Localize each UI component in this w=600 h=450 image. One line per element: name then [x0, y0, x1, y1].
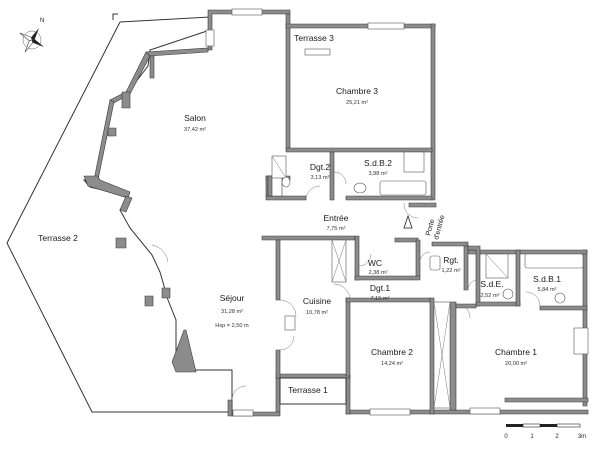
entrance-marker: Porte d'entrée — [403, 214, 446, 241]
compass-rose-icon: N — [19, 18, 44, 53]
cooker — [284, 315, 296, 331]
room-name-sdb2: S.d.B.2 — [364, 158, 392, 168]
room-area-entree: 7,75 m² — [327, 226, 346, 232]
room-name-wc: WC — [368, 258, 382, 268]
sink-sde — [502, 288, 514, 300]
room-name-dgt2: Dgt.2 — [310, 162, 331, 172]
room-name-salon: Salon — [184, 113, 206, 123]
room-name-terrasse2: Terrasse 2 — [38, 233, 78, 243]
room-area-rgt: 1,22 m² — [442, 268, 461, 274]
room-name-entree: Entrée — [323, 213, 348, 223]
room-name-chambre3: Chambre 3 — [336, 86, 378, 96]
fixtures — [281, 151, 584, 331]
room-area-chambre1: 20,00 m² — [505, 361, 527, 367]
room-area-sdb1: 5,84 m² — [538, 287, 557, 293]
sink-sdb1 — [554, 292, 566, 304]
room-name-rgt: Rgt. — [443, 255, 459, 265]
door-swings — [151, 171, 541, 401]
room-name-sejour: Séjour — [220, 293, 245, 303]
room-name-sdb1: S.d.B.1 — [533, 274, 561, 284]
room-area-chambre2: 14,24 m² — [381, 361, 403, 367]
shower-sdb2 — [403, 151, 425, 173]
room-area-cuisine: 10,78 m² — [306, 310, 328, 316]
room-height-sejour: Hsp = 2,50 m — [215, 323, 249, 329]
room-area-wc: 2,38 m² — [369, 270, 388, 276]
entrance-label-2: d'entrée — [433, 214, 446, 240]
room-name-chambre1: Chambre 1 — [495, 347, 537, 357]
scale-tick-2: 2 — [555, 434, 559, 440]
room-name-cuisine: Cuisine — [303, 296, 332, 306]
windows — [205, 8, 589, 417]
terrasse2-outline — [6, 16, 233, 413]
room-labels: Terrasse 3 Chambre 3 25,21 m² Salon 37,4… — [38, 33, 561, 395]
bathtub-sdb2 — [379, 180, 427, 196]
room-area-sde: 2,52 m² — [481, 293, 500, 299]
room-area-sejour: 31,28 m² — [221, 309, 243, 315]
wc-toilet — [429, 255, 441, 271]
room-name-terrasse3: Terrasse 3 — [294, 33, 334, 43]
room-area-salon: 37,42 m² — [184, 127, 206, 133]
scale-tick-1: 1 — [530, 434, 534, 440]
entrance-arrow-icon — [403, 214, 413, 229]
room-name-chambre2: Chambre 2 — [371, 347, 413, 357]
scale-tick-0: 0 — [504, 434, 508, 440]
compass-north-label: N — [40, 18, 44, 24]
room-area-chambre3: 25,21 m² — [346, 100, 368, 106]
room-name-sde: S.d.E. — [480, 279, 503, 289]
entrance-label-1: Porte — [425, 218, 436, 236]
room-name-terrasse1: Terrasse 1 — [288, 385, 328, 395]
scale-tick-3: 3m — [578, 434, 586, 440]
bathtub-sdb1 — [524, 253, 584, 269]
room-name-dgt1: Dgt.1 — [370, 283, 391, 293]
room-area-sdb2: 3,98 m² — [369, 171, 388, 177]
room-area-dgt1: 7,15 m² — [371, 296, 390, 302]
sink-sdb2 — [353, 182, 367, 194]
room-area-dgt2: 3,13 m² — [311, 175, 330, 181]
scale-bar: 0 1 2 3m — [504, 423, 586, 440]
interior-walls — [261, 147, 588, 415]
